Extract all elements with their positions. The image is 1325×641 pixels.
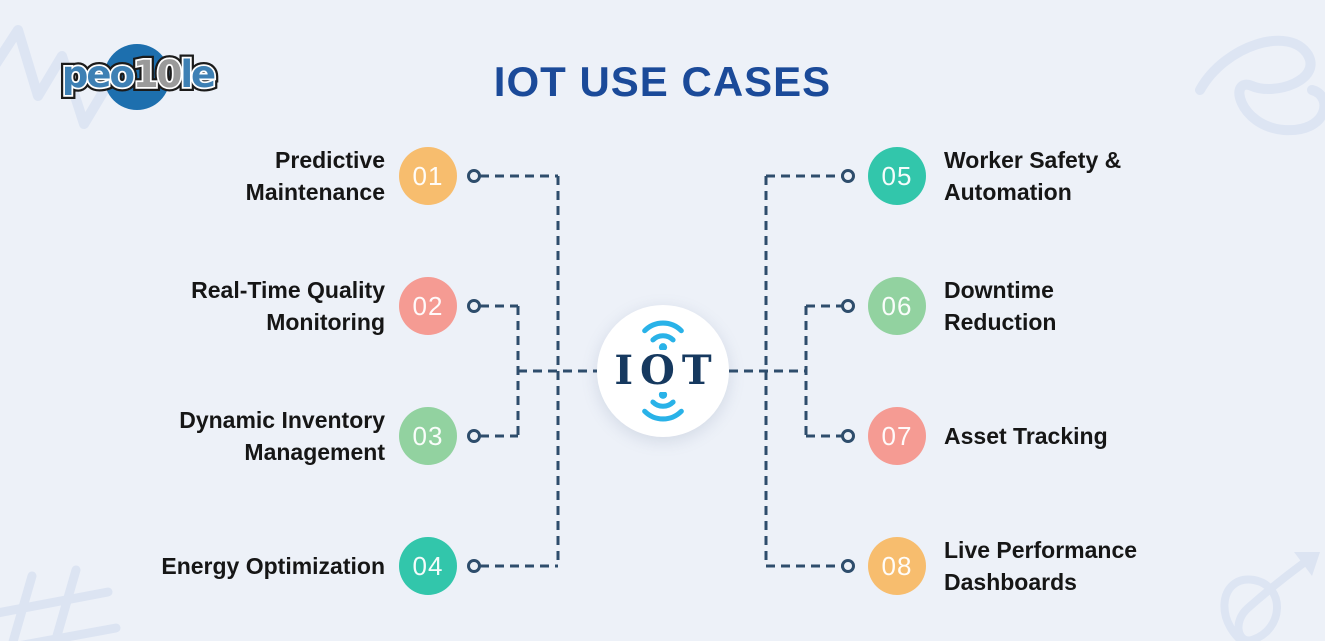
zigzag-doodle-icon — [0, 25, 113, 129]
logo-circle-icon — [104, 44, 170, 110]
wifi-signal-icon-flipped — [642, 392, 684, 422]
number-badge-07: 07 — [868, 407, 926, 465]
number-badge-06: 06 — [868, 277, 926, 335]
label-energy-optimization: Energy Optimization — [161, 553, 385, 579]
people10-logo: peo10le peo10le peo10le — [58, 42, 220, 112]
ring-endpoint-icon — [841, 559, 855, 573]
number-badge-05: 05 — [868, 147, 926, 205]
hashtag-doodle-icon — [0, 565, 121, 641]
number-badge-02: 02 — [399, 277, 457, 335]
ring-endpoint-icon — [467, 169, 481, 183]
number-badge-08: 08 — [868, 537, 926, 595]
ring-endpoint-icon — [467, 559, 481, 573]
ring-endpoint-icon — [841, 169, 855, 183]
iot-hub: IOT — [597, 305, 729, 437]
number-badge-03: 03 — [399, 407, 457, 465]
number-badge-01: 01 — [399, 147, 457, 205]
ring-endpoint-icon — [467, 299, 481, 313]
ring-endpoint-icon — [841, 299, 855, 313]
label-worker-safety-automation: Worker Safety &Automation — [944, 147, 1122, 205]
wifi-signal-icon — [642, 320, 684, 350]
curly-arrow-doodle-icon — [1220, 552, 1320, 641]
label-asset-tracking: Asset Tracking — [944, 423, 1108, 449]
page-title: IOT USE CASES — [493, 58, 832, 105]
number-badge-04: 04 — [399, 537, 457, 595]
ring-endpoint-icon — [841, 429, 855, 443]
ring-endpoint-icon — [467, 429, 481, 443]
hub-label: IOT — [614, 347, 719, 394]
swirl-doodle-icon — [1195, 35, 1325, 136]
